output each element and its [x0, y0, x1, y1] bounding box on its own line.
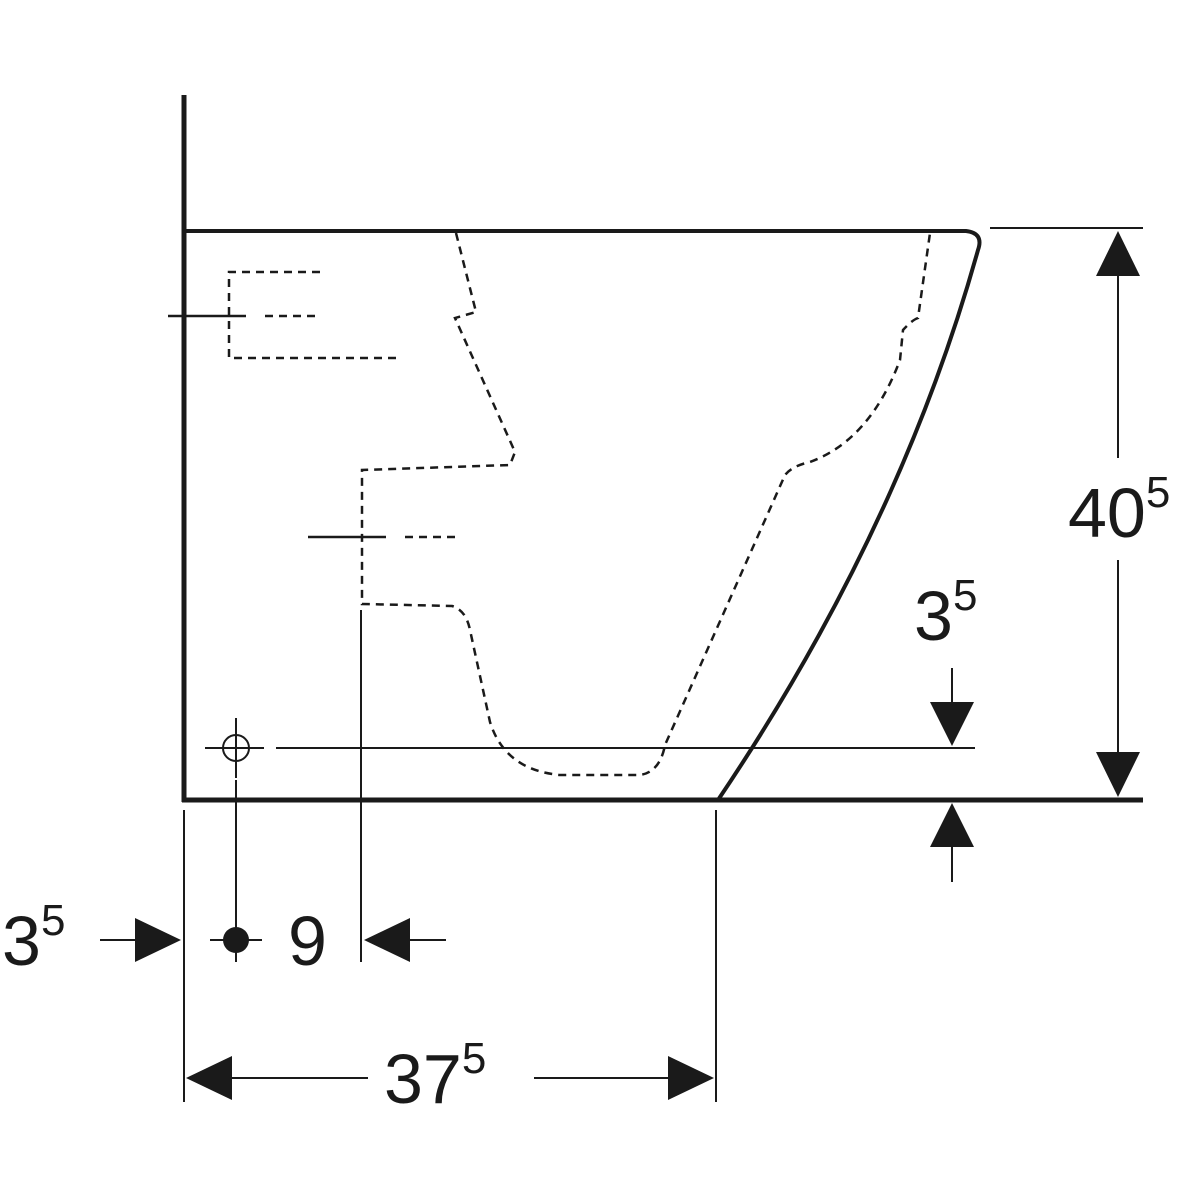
trap-left [360, 232, 932, 777]
depth-arrow-right [668, 1056, 714, 1100]
outlet-distance-label: 9 [288, 902, 327, 980]
arrowheads [135, 231, 1140, 1100]
height-arrow-down [1096, 752, 1140, 797]
depth-arrow-left [186, 1056, 232, 1100]
outlet-arrow-left [364, 918, 410, 962]
wall-arrow-right [135, 918, 181, 962]
bowl-outline [184, 229, 982, 802]
height-arrow-up [1096, 231, 1140, 276]
height-label: 405 [1068, 468, 1170, 552]
rim-arrow-down [930, 702, 974, 746]
rim-offset-label: 35 [914, 571, 977, 655]
rim-arrow-up [930, 803, 974, 847]
fixing-point-dot [223, 927, 249, 953]
fixing-point-icon [205, 718, 264, 778]
hidden-lines [227, 232, 932, 777]
depth-label: 375 [384, 1034, 486, 1118]
wall-offset-label: 35 [2, 896, 65, 980]
